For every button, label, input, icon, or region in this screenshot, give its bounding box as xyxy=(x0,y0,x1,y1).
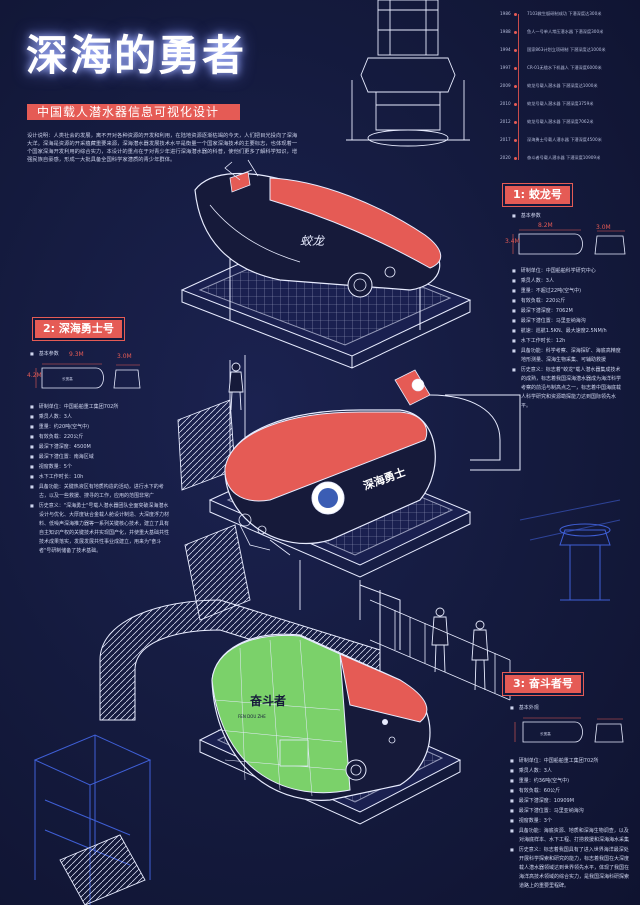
info-row: 最深下潜深度：7062M xyxy=(512,306,624,316)
info-row: 乘员人数：3人 xyxy=(30,412,172,422)
fendouzhe-hull-label: 奋斗者 xyxy=(249,693,286,708)
section-title-jiaolong: 1: 蛟龙号 xyxy=(505,186,570,204)
info-row: 有效负载：220公斤 xyxy=(30,432,172,442)
fence xyxy=(369,599,511,701)
info-row: 研制单位：中国船舶重工集团702所 xyxy=(510,756,630,766)
info-row: 研制单位：中国船舶科学研究中心 xyxy=(512,266,624,276)
design-description: 设计说明：人类社会的发展，离不开对各种资源的开发和利用，在陆地资源逐渐枯竭的今天… xyxy=(27,133,298,163)
submarine-fendouzhe: 奋斗者 FEN DOU ZHE xyxy=(211,633,431,801)
people-figures xyxy=(431,607,489,691)
submarine-shenhai: 深海勇士 xyxy=(224,369,436,556)
info-significance: 历史意义：标志着我国具有了进入世界海洋最深处开展科学探索和研究的能力，标志着我国… xyxy=(510,845,630,891)
section-title-fendouzhe: 3: 奋斗者号 xyxy=(505,675,581,693)
info-shenhai: 研制单位：中国船舶重工集团702所 乘员人数：3人 重量：约20吨(空气中) 有… xyxy=(30,402,172,556)
shenhai-length: 9.3M xyxy=(69,351,84,358)
jiaolong-length: 8.2M xyxy=(538,222,553,229)
info-fendouzhe: 研制单位：中国船舶重工集团702所 乘员人数：3人 重量：约36吨(空气中) 有… xyxy=(510,756,630,891)
info-jiaolong: 研制单位：中国船舶科学研究中心 乘员人数：3人 重量：不超过22吨(空气中) 有… xyxy=(512,266,624,411)
info-row: 视窗数量：5个 xyxy=(30,462,172,472)
info-functions: 具备功能：海底资源、地质和深海生物调查，以及对海底样本、水下工程、打捞救援和深海… xyxy=(510,826,630,845)
dimension-diagram-jiaolong xyxy=(505,224,635,260)
info-functions: 具备功能：关键热液区有地质构造的活动，进行水下的考古，以及一些救援、搜寻的工作，… xyxy=(30,482,172,501)
info-row: 研制单位：中国船舶重工集团702所 xyxy=(30,402,172,412)
section-title-shenhai: 2: 深海勇士号 xyxy=(35,320,122,338)
info-functions: 具备功能：科学考察、深海探矿、海底高精度地形测量、深海生物采集、可辅助救援 xyxy=(512,346,624,365)
info-row: 乘员人数：3人 xyxy=(510,766,630,776)
jiaolong-hull-label: 蛟龙 xyxy=(300,234,326,248)
stairs-middle xyxy=(184,524,361,621)
info-row: 重量：约36吨(空气中) xyxy=(510,776,630,786)
poster-subtitle: 中国载人潜水器信息可视化设计 xyxy=(27,104,240,120)
info-row: 有效负载：60公斤 xyxy=(510,786,630,796)
submarine-jiaolong: 蛟龙 xyxy=(194,159,442,298)
pillar-right xyxy=(519,499,621,601)
info-row: 最深下潜深度：4500M xyxy=(30,442,172,452)
info-row: 水下工作时长：12h xyxy=(512,336,624,346)
info-row: 最深下潜位置：南海区域 xyxy=(30,452,172,462)
person-figure xyxy=(228,362,244,411)
info-row: 水下工作时长：10h xyxy=(30,472,172,482)
info-row: 重量：不超过22吨(空气中) xyxy=(512,286,624,296)
jiaolong-width: 3.0M xyxy=(596,224,611,231)
info-row: 最深下潜位置：马里亚纳海沟 xyxy=(512,316,624,326)
shenhai-diagram-caption: 长宽高 xyxy=(62,377,73,381)
info-row: 有效负载：220公斤 xyxy=(512,296,624,306)
info-row: 重量：约20吨(空气中) xyxy=(30,422,172,432)
info-row: 航速：巡航1.5KN、最大速度2.5NM/h xyxy=(512,326,624,336)
shenhai-height: 4.2M xyxy=(27,372,42,379)
dimension-diagram-shenhai xyxy=(30,358,145,394)
shenhai-width: 3.0M xyxy=(117,353,132,360)
fendouzhe-diagram-caption: 长宽高 xyxy=(540,732,551,736)
info-significance: 历史意义：标志着"蛟龙"载人潜水器集成技术的成熟，标志着我国深海潜水器成为海洋科… xyxy=(512,365,624,411)
jiaolong-height: 3.4M xyxy=(505,238,520,245)
dimension-diagram-fendouzhe xyxy=(505,712,630,748)
basic-params-label: 基本参数 xyxy=(512,212,541,219)
info-row: 视窗数量：3个 xyxy=(510,816,630,826)
poster-title: 深海的勇者 xyxy=(26,31,247,80)
basic-params-label: 基本参数 xyxy=(30,350,59,357)
info-row: 最深下潜位置：马里亚纳海沟 xyxy=(510,806,630,816)
info-row: 最深下潜深度：10909M xyxy=(510,796,630,806)
fendouzhe-hull-english: FEN DOU ZHE xyxy=(238,714,266,719)
basic-appearance-label: 基本外观 xyxy=(510,704,539,711)
info-row: 乘员人数：3人 xyxy=(512,276,624,286)
info-significance: 历史意义："深海勇士"号载人潜水器团队全面突破深海潜水设计与优化、大厚度钛合金载… xyxy=(30,501,172,556)
stairs-bottom-left xyxy=(59,834,146,905)
crane-structure xyxy=(346,0,470,147)
timeline-line xyxy=(518,14,519,160)
